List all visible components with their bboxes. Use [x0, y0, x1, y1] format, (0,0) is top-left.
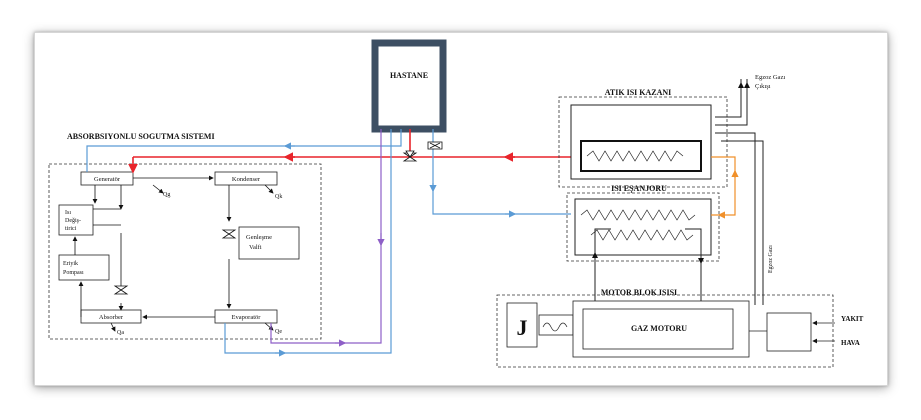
- expansion-valve-label-2: Valfi: [249, 244, 262, 251]
- waste-heat-boiler-title: ATIK ISI KAZANI: [605, 88, 672, 97]
- fuel-air-mixer: [766, 312, 812, 352]
- q-condenser: Qk: [275, 194, 282, 200]
- absorber-unit: Absorber: [80, 309, 142, 324]
- absorber-valve-icon: [113, 285, 129, 295]
- q-absorber: Qa: [117, 330, 124, 336]
- exhaust-label-1: Egzoz Gazı: [755, 74, 785, 81]
- diagram-frame: HASTANE ABSORBSIYONLU SOGUTMA SISTEMI Ge…: [34, 32, 888, 386]
- generator-label: Generatör: [94, 176, 121, 183]
- absorption-system-title: ABSORBSIYONLU SOGUTMA SISTEMI: [67, 132, 215, 141]
- generator-unit: Generatör: [80, 171, 134, 186]
- absorber-label: Absorber: [99, 314, 124, 321]
- expansion-valve-unit: Genleşme Valfi: [238, 226, 300, 260]
- heat-exchanger-label-2: Değiş-: [65, 217, 81, 224]
- engine-block-loop: [592, 228, 704, 301]
- heat-exchanger-title: ISI EŞANJORU: [611, 184, 667, 193]
- absorption-internal-flows: [72, 175, 274, 332]
- heat-exchanger: ISI EŞANJORU: [566, 184, 720, 262]
- expansion-valve-icon: [221, 229, 237, 239]
- absorption-system-boundary: [48, 163, 322, 340]
- generator-letter: J: [517, 315, 528, 340]
- intermediate-loop: [711, 156, 739, 219]
- evaporator-label: Evaporatör: [232, 314, 262, 321]
- air-label: HAVA: [841, 339, 860, 347]
- q-evaporator: Qe: [275, 329, 282, 335]
- chilled-water-line: [270, 129, 385, 347]
- solution-heat-exchanger: Isı Değiş- tirici: [58, 204, 94, 236]
- three-way-valve-icon: [402, 150, 418, 162]
- exhaust-stack: [715, 79, 764, 305]
- gas-engine-system: MOTOR BLOK ISISI J GAZ MOTORU: [496, 288, 835, 368]
- fuel-label: YAKIT: [841, 315, 864, 323]
- check-valve-icon: [427, 141, 443, 150]
- coupling-icon: [542, 322, 568, 332]
- condenser-label: Kondenser: [232, 176, 261, 183]
- waste-heat-boiler: ATIK ISI KAZANI: [558, 88, 728, 188]
- hospital-block: HASTANE: [371, 39, 447, 133]
- condenser-unit: Kondenser: [214, 171, 278, 186]
- hospital-title: HASTANE: [390, 71, 428, 80]
- pump-label-1: Eriyik: [63, 261, 78, 267]
- block-heat-label: MOTOR BLOK ISISI: [601, 288, 677, 297]
- pump-label-2: Pompası: [63, 270, 84, 276]
- q-generator: Qg: [163, 192, 170, 198]
- exhaust-vertical-label: Egzoz Gazı: [768, 245, 774, 273]
- gas-engine-title: GAZ MOTORU: [631, 324, 687, 333]
- solution-pump: Eriyik Pompası: [58, 254, 110, 281]
- exhaust-label-2: Çıkışı: [755, 83, 771, 90]
- heat-exchanger-label-3: tirici: [65, 226, 77, 232]
- heat-exchanger-label-1: Isı: [65, 210, 71, 216]
- expansion-valve-label-1: Genleşme: [246, 234, 272, 241]
- cold-water-line: [86, 129, 571, 357]
- cogeneration-diagram: HASTANE ABSORBSIYONLU SOGUTMA SISTEMI Ge…: [48, 39, 864, 368]
- evaporator-unit: Evaporatör: [214, 309, 278, 324]
